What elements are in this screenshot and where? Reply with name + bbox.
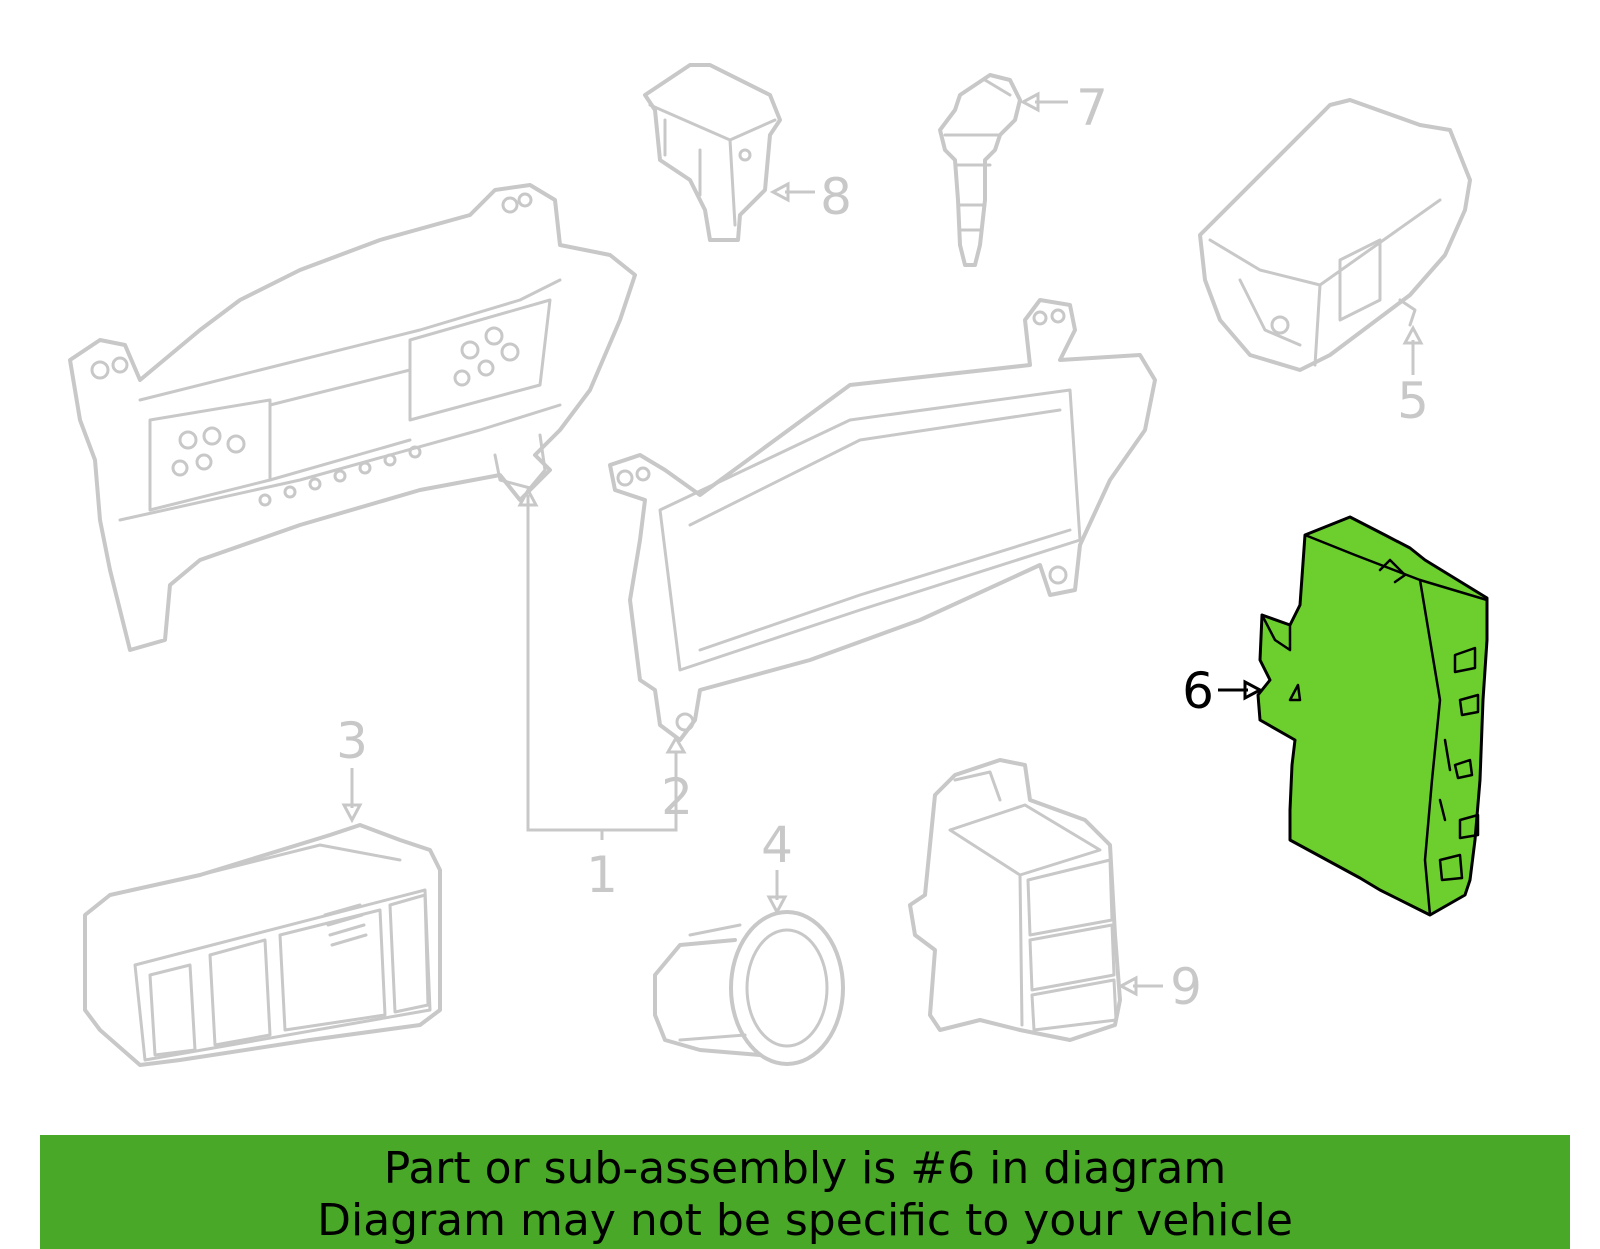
info-banner: Part or sub-assembly is #6 in diagram Di… bbox=[40, 1135, 1570, 1249]
callout-9: 9 bbox=[1170, 958, 1202, 1016]
part-5-module-mount[interactable] bbox=[1198, 98, 1472, 372]
banner-line-1: Part or sub-assembly is #6 in diagram bbox=[383, 1143, 1227, 1194]
callout-3: 3 bbox=[336, 712, 368, 770]
part-7-bulb-socket[interactable] bbox=[938, 73, 1022, 267]
part-4-round-sensor[interactable] bbox=[653, 910, 845, 1066]
part-1-instrument-cluster[interactable] bbox=[68, 183, 637, 652]
part-9-rocker-switch[interactable] bbox=[908, 758, 1122, 1042]
callout-8: 8 bbox=[820, 168, 852, 226]
callout-1: 1 bbox=[586, 846, 618, 904]
part-3-switch-panel[interactable] bbox=[83, 823, 442, 1067]
part-8-switch[interactable] bbox=[643, 63, 782, 242]
callout-4: 4 bbox=[761, 816, 793, 874]
callout-7: 7 bbox=[1076, 79, 1108, 137]
callout-6: 6 bbox=[1182, 662, 1214, 720]
callout-2: 2 bbox=[661, 768, 693, 826]
banner-line-2: Diagram may not be specific to your vehi… bbox=[317, 1195, 1293, 1246]
callout-leaders bbox=[341, 91, 1424, 997]
part-2-display-bezel[interactable] bbox=[608, 298, 1157, 742]
part-6-electronic-module[interactable] bbox=[1256, 515, 1489, 917]
callout-5: 5 bbox=[1397, 372, 1429, 430]
